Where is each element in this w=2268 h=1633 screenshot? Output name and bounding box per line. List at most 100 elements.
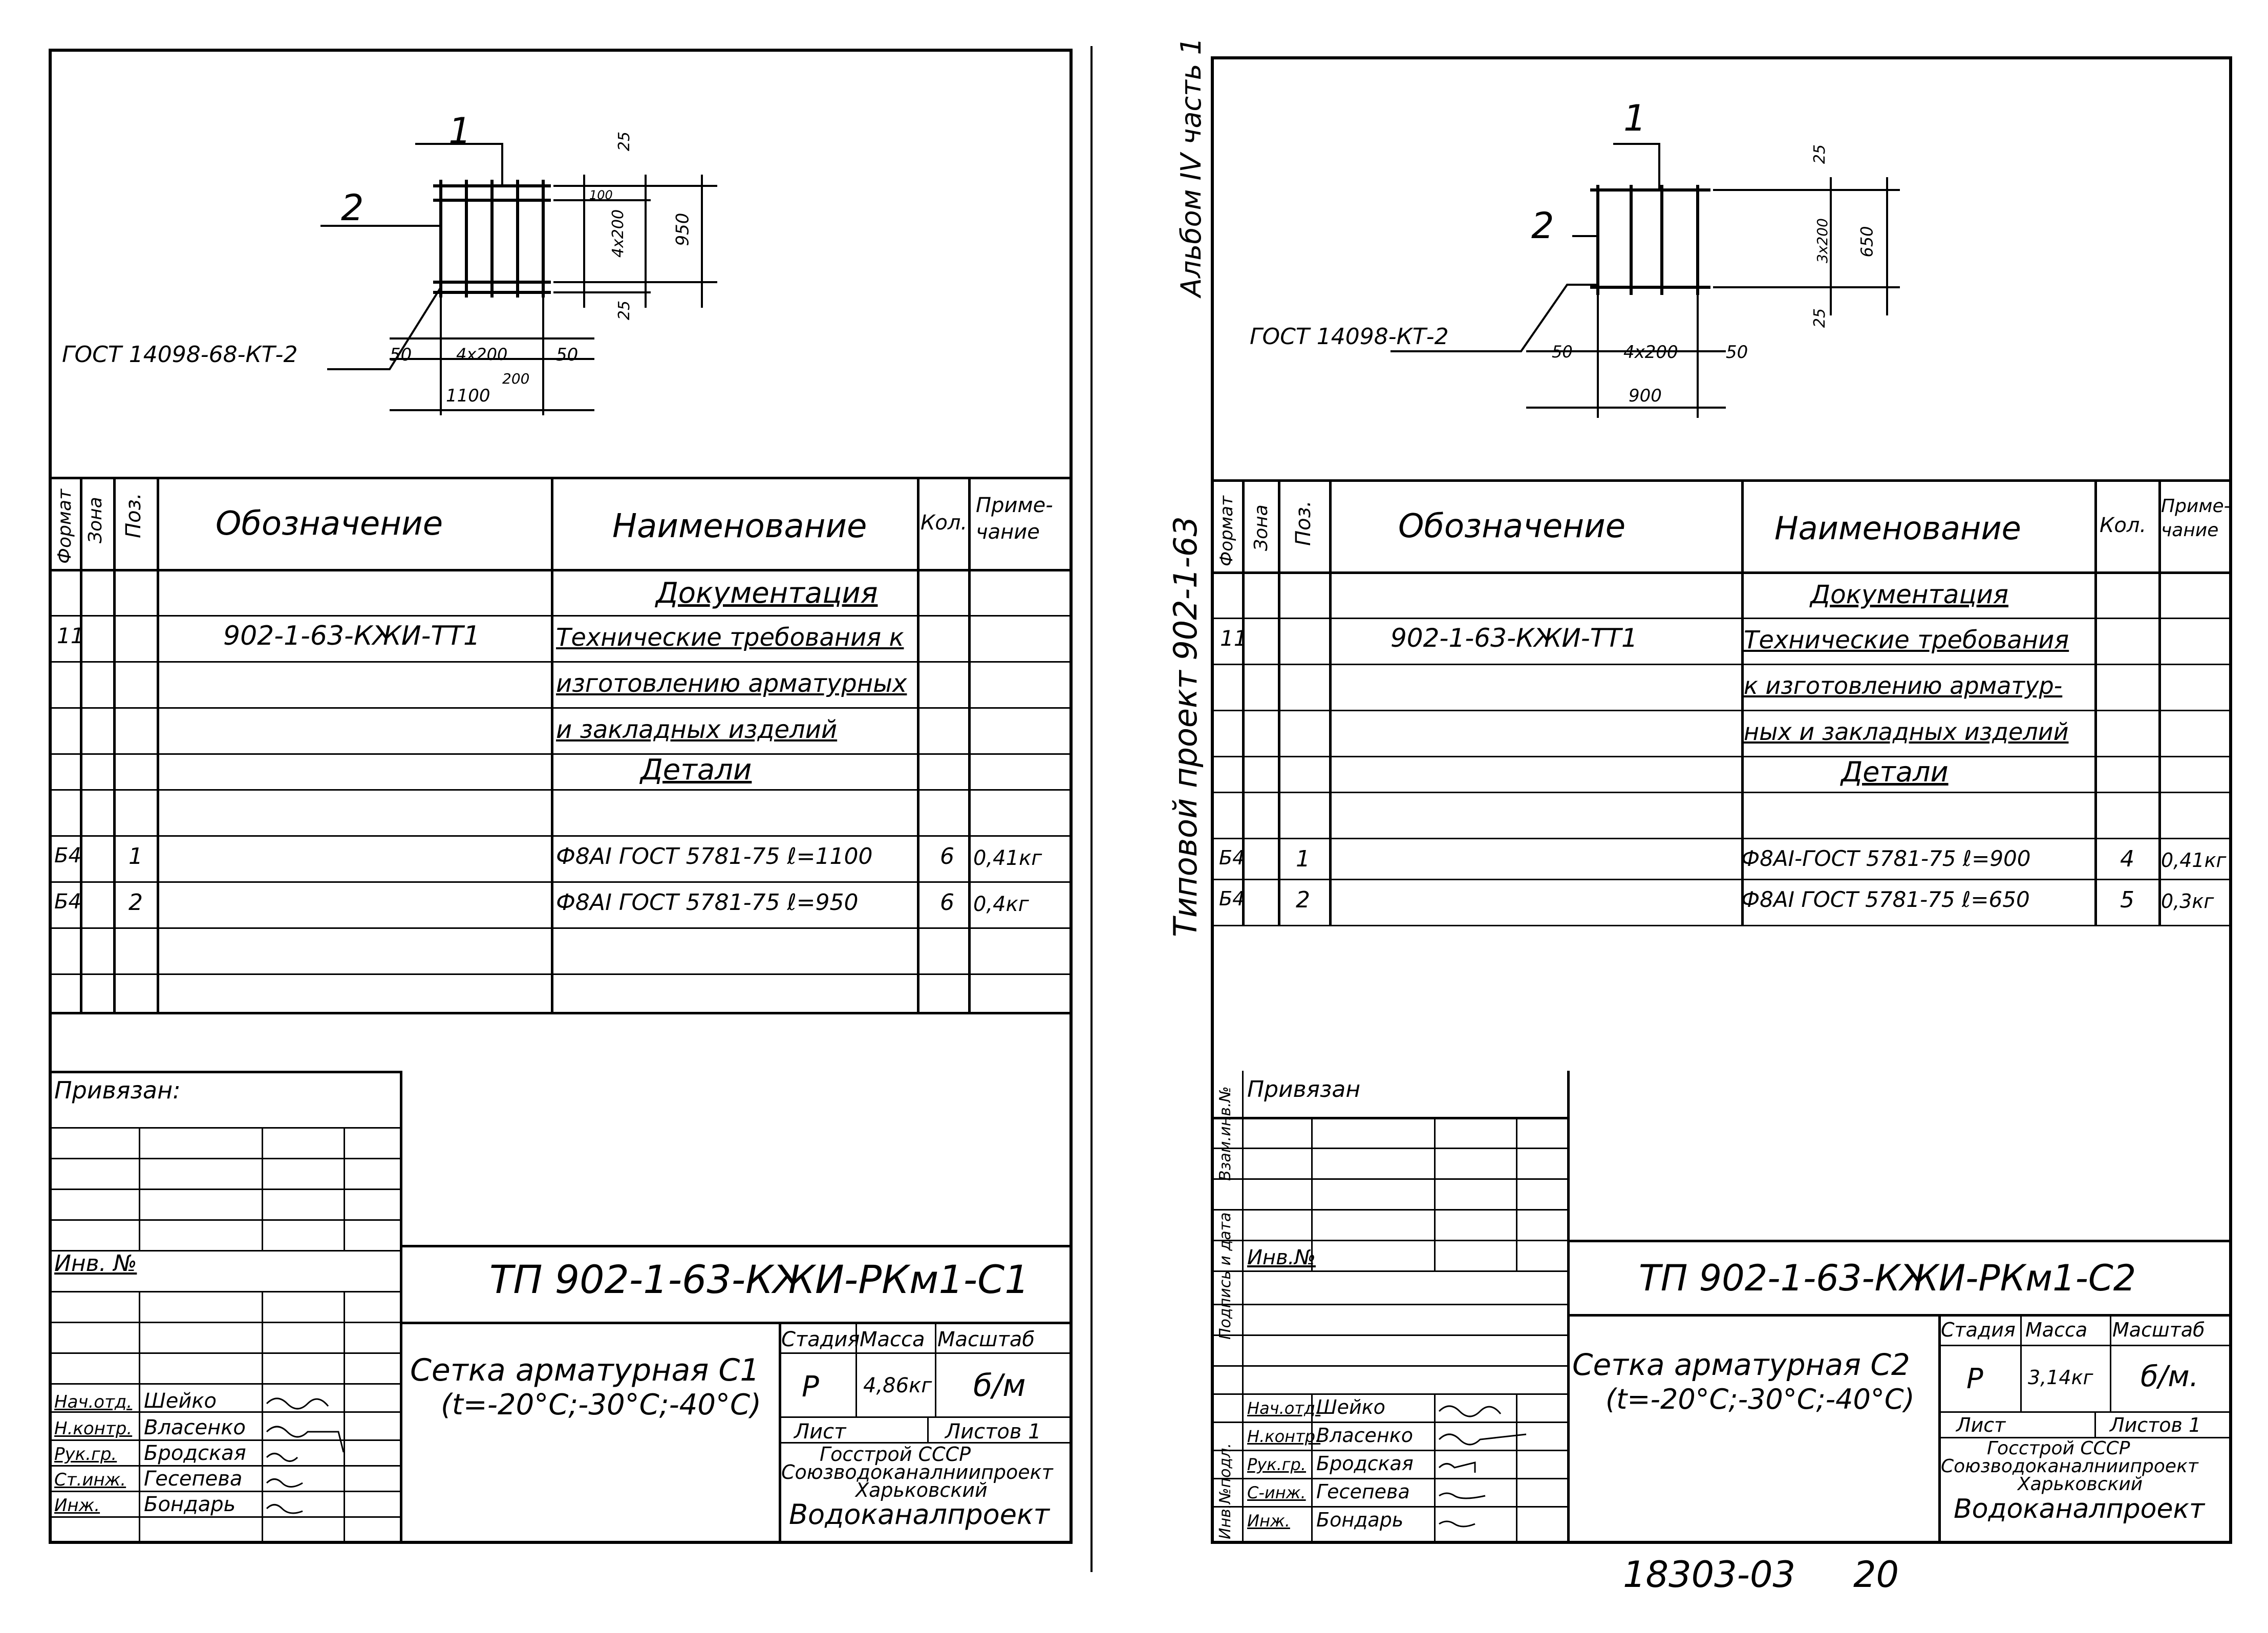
fold-line <box>1090 46 1093 1572</box>
staff-role: Рук.гр. <box>1247 1455 1307 1474</box>
staff-role: Нач.отд. <box>54 1392 133 1412</box>
org-line: Харьковский <box>855 1479 988 1501</box>
col-header-pos: Поз. <box>1292 500 1315 546</box>
scale-label: Масштаб <box>937 1328 1035 1351</box>
dim-label: 100 <box>589 188 613 202</box>
drawing-sheet-1: 1 2 ГОСТ 14098-68-КТ-2 25 100 4х200 950 … <box>49 49 1073 1544</box>
row-name: и закладных изделий <box>556 715 838 744</box>
dim-label: 50 <box>556 345 579 365</box>
section-details: Детали <box>640 753 752 787</box>
staff-name: Бондарь <box>144 1493 236 1516</box>
staff-role: С-инж. <box>1247 1483 1306 1502</box>
row-name: к изготовлению арматур- <box>1744 672 2063 699</box>
org-line: Союзводоканалниипроект <box>1941 1456 2198 1477</box>
row-name: изготовлению арматурных <box>556 669 907 698</box>
staff-role: Инж. <box>54 1495 100 1516</box>
dim-label: 200 <box>502 370 530 387</box>
row-format: Б4 <box>54 844 81 867</box>
scale-value: б/м. <box>2141 1360 2199 1393</box>
org-line: Водоканалпроект <box>1954 1494 2205 1524</box>
dim-label: 650 <box>1857 226 1877 258</box>
mesh-drawing-1 <box>320 143 717 415</box>
stage-value: Р <box>802 1370 819 1404</box>
inventory-label: Инв.№ <box>1247 1246 1316 1269</box>
org-line: Госстрой СССР <box>820 1443 971 1466</box>
row-qty: 4 <box>2120 846 2134 872</box>
col-header-note: Приме- чание <box>976 494 1053 544</box>
staff-name: Шейко <box>144 1389 217 1413</box>
org-line: Госстрой СССР <box>1987 1438 2130 1459</box>
dim-label: 3х200 <box>1813 218 1831 263</box>
staff-role: Нач.отд. <box>1247 1398 1321 1418</box>
staff-name: Гесепева <box>144 1467 243 1491</box>
org-line: Водоканалпроект <box>789 1498 1050 1531</box>
row-name: Ф8АI ГОСТ 5781-75 ℓ=950 <box>556 889 859 916</box>
row-pos: 2 <box>1296 887 1310 913</box>
row-pos: 1 <box>1296 846 1310 872</box>
project-side-label: Типовой проект 902-1-63 <box>1167 516 1204 937</box>
album-side-label: Альбом IV часть 1 <box>1175 37 1207 297</box>
row-note: 0,41кг <box>973 846 1042 870</box>
row-note: 0,4кг <box>973 893 1029 916</box>
dim-label: 50 <box>1726 342 1748 363</box>
col-header-note: Приме- чание <box>2161 496 2231 541</box>
staff-name: Бондарь <box>1316 1509 1404 1531</box>
row-format: 11 <box>57 623 84 648</box>
drawing-title: Сетка арматурная С1 <box>410 1352 760 1388</box>
dim-label: 25 <box>1811 308 1829 328</box>
sheets-label: Листов 1 <box>945 1420 1041 1444</box>
stage-label: Стадия <box>781 1328 860 1351</box>
dim-label: 50 <box>1552 342 1573 362</box>
mass-value: 3,14кг <box>2028 1366 2093 1389</box>
signatures <box>266 1397 345 1514</box>
row-format: Б4 <box>1219 846 1245 869</box>
row-qty: 6 <box>940 843 954 869</box>
staff-role: Н.контр. <box>1247 1427 1321 1446</box>
section-documentation: Документация <box>1810 580 2008 609</box>
col-header-designation: Обозначение <box>216 505 443 543</box>
row-format: 11 <box>1220 626 1248 651</box>
row-designation: 902-1-63-КЖИ-ТТ1 <box>1390 623 1638 653</box>
row-name: Технические требования <box>1744 626 2069 654</box>
staff-role: Рук.гр. <box>54 1444 117 1465</box>
mass-label: Масса <box>2025 1319 2088 1341</box>
staff-role: Инж. <box>1247 1511 1290 1531</box>
staff-role: Ст.инж. <box>54 1470 126 1490</box>
row-qty: 6 <box>940 889 954 916</box>
staff-name: Гесепева <box>1316 1480 1410 1503</box>
staff-name: Власенко <box>1316 1424 1413 1447</box>
drawing-title: Сетка арматурная С2 <box>1572 1347 1910 1382</box>
mass-label: Масса <box>860 1328 925 1351</box>
standard-label: ГОСТ 14098-КТ-2 <box>1250 324 1449 350</box>
section-details: Детали <box>1841 756 1949 788</box>
dim-label: 25 <box>615 131 634 152</box>
dim-label: 4х200 <box>609 209 628 258</box>
dim-label: 4х200 <box>1623 342 1678 363</box>
linked-label: Привязан: <box>54 1076 181 1104</box>
row-name: Ф8АI ГОСТ 5781-75 ℓ=1100 <box>556 843 873 869</box>
position-label-2: 2 <box>1531 205 1554 247</box>
dim-label: 900 <box>1629 386 1662 406</box>
sheets-label: Листов 1 <box>2110 1414 2201 1436</box>
col-header-zone: Зона <box>85 497 106 543</box>
col-header-qty: Кол. <box>2100 514 2147 537</box>
row-qty: 5 <box>2120 887 2134 913</box>
col-header-zone: Зона <box>1251 504 1272 551</box>
stage-label: Стадия <box>1941 1319 2016 1341</box>
row-format: Б4 <box>54 890 81 914</box>
dim-label: 50 <box>390 345 412 365</box>
scale-label: Масштаб <box>2112 1319 2205 1341</box>
col-header-name: Наименование <box>1774 510 2021 547</box>
col-header-name: Наименование <box>612 507 867 545</box>
row-pos: 2 <box>129 889 143 916</box>
stage-value: Р <box>1966 1363 1983 1395</box>
staff-role: Н.контр. <box>54 1418 133 1439</box>
sheet-label: Лист <box>794 1420 846 1444</box>
mass-value: 4,86кг <box>863 1374 932 1397</box>
staff-name: Шейко <box>1316 1396 1385 1418</box>
mesh-drawing-2 <box>1390 143 1900 418</box>
row-designation: 902-1-63-КЖИ-ТТ1 <box>223 621 480 651</box>
col-header-qty: Кол. <box>921 511 968 535</box>
row-note: 0,3кг <box>2161 890 2214 913</box>
drawing-code: ТП 902-1-63-КЖИ-РКм1-С1 <box>489 1257 1030 1302</box>
